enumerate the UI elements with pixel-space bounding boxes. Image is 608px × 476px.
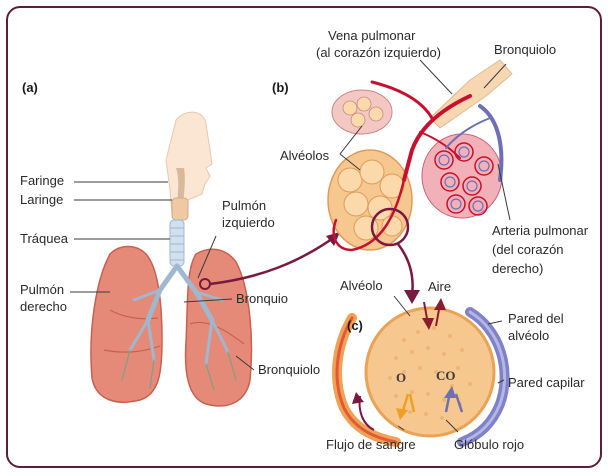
label-vena-pulmonar-line1: Vena pulmonar [328, 28, 415, 44]
label-pulmon-derecho-line2: derecho [20, 299, 67, 315]
label-bronquio: Bronquio [236, 291, 288, 307]
label-o2: O [396, 370, 406, 386]
left-lung [186, 249, 252, 406]
panel-b-tag: (b) [272, 80, 289, 95]
label-pared-alveolo-line2: alvéolo [508, 328, 549, 344]
capillary-network [422, 134, 502, 218]
label-alveolo: Alvéolo [340, 278, 383, 294]
label-laringe: Laringe [20, 192, 63, 208]
head-silhouette [166, 112, 212, 214]
label-co2: CO [436, 368, 456, 384]
label-pared-alveolo-line1: Pared del [508, 311, 564, 327]
label-vena-pulmonar-line2: (al corazón izquierdo) [316, 45, 441, 61]
label-flujo-de-sangre: Flujo de sangre [326, 437, 416, 453]
label-pared-capilar: Pared capilar [508, 375, 585, 391]
label-bronquiolo-b: Bronquiolo [494, 42, 556, 58]
alveolar-cluster [328, 90, 412, 250]
label-pulmon-izquierdo-line1: Pulmón [222, 198, 266, 214]
label-faringe: Faringe [20, 173, 64, 189]
label-pulmon-derecho-line1: Pulmón [20, 282, 64, 298]
label-arteria-pulmonar-line3: derecho) [492, 261, 543, 277]
label-aire: Aire [428, 279, 451, 295]
label-arteria-pulmonar-line2: (del corazón [492, 242, 564, 258]
panel-c-tag: (c) [347, 318, 363, 333]
label-globulo-rojo: Glóbulo rojo [454, 437, 524, 453]
panel-a-tag: (a) [22, 80, 38, 95]
label-alveolos: Alvéolos [280, 148, 329, 164]
trachea [170, 220, 184, 266]
label-bronquiolo-a: Bronquiolo [258, 362, 320, 378]
label-arteria-pulmonar-line1: Arteria pulmonar [492, 223, 588, 239]
label-pulmon-izquierdo-line2: izquierdo [222, 215, 275, 231]
label-traquea: Tráquea [20, 231, 68, 247]
